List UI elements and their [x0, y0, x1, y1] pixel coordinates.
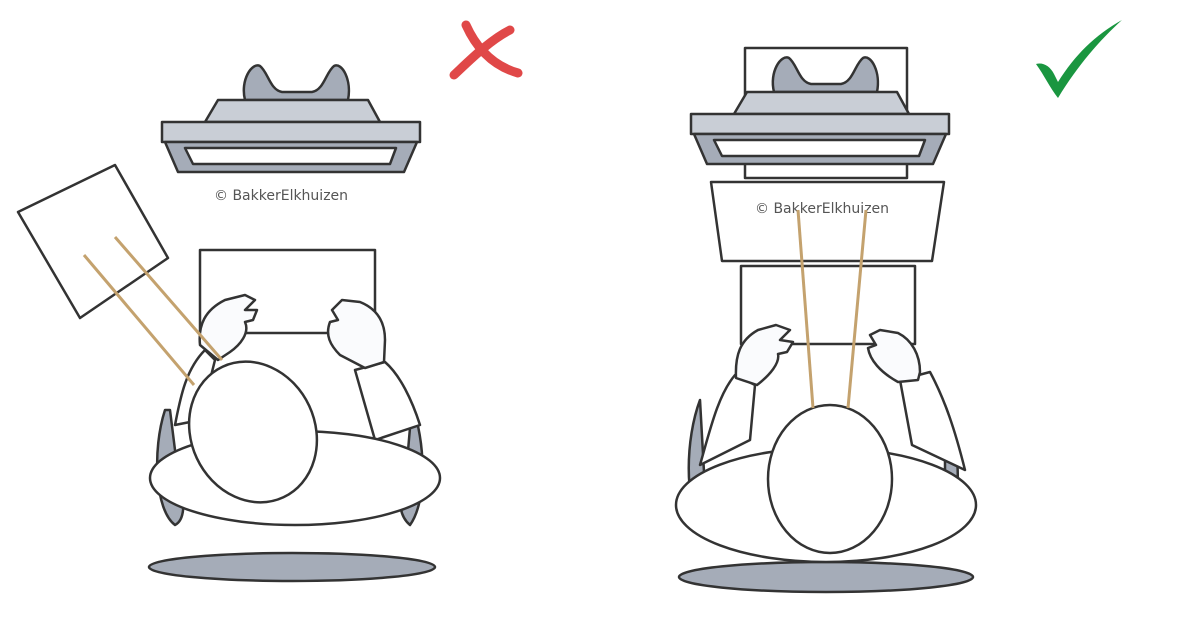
left-arm: [698, 373, 757, 467]
chair-shadow: [147, 551, 437, 583]
sightline: [82, 254, 196, 386]
head: [187, 360, 319, 504]
sightline: [846, 209, 868, 409]
document-tilted: [16, 163, 170, 320]
left-arm: [173, 348, 217, 427]
right-arm: [898, 370, 967, 472]
cross-icon: [449, 20, 523, 80]
check-icon: [1036, 20, 1122, 98]
right-hand: [326, 298, 387, 370]
monitor: [160, 64, 422, 174]
chair-shadow: [677, 560, 975, 594]
left-hand: [198, 293, 259, 362]
sightline: [796, 209, 815, 409]
watermark-text: © BakkerElkhuizen: [214, 188, 348, 204]
head: [766, 403, 894, 555]
sightline: [113, 236, 224, 361]
right-arm: [353, 360, 422, 442]
watermark-text: © BakkerElkhuizen: [755, 201, 889, 217]
left-hand: [734, 323, 795, 387]
correct-setup-panel: © BakkerElkhuizen: [674, 20, 1122, 594]
document-holder: [709, 180, 946, 263]
incorrect-setup-panel: © BakkerElkhuizen: [16, 20, 523, 583]
right-hand: [866, 328, 922, 384]
